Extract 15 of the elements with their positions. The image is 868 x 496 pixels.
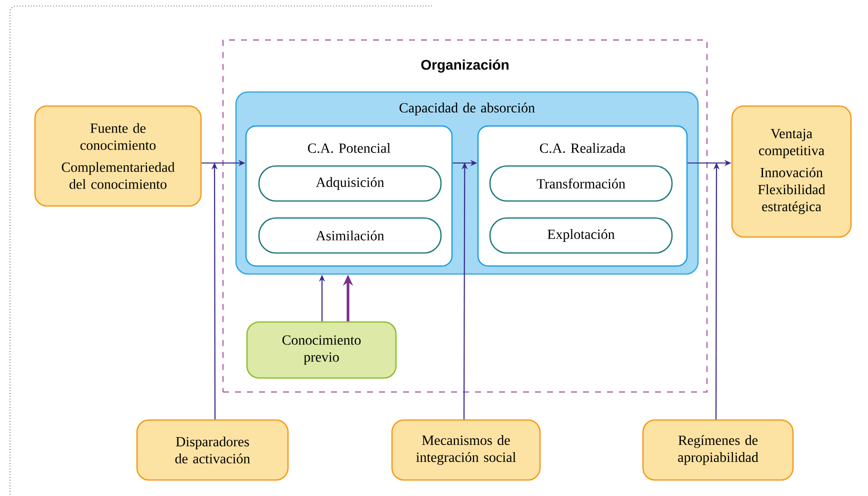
group-heading: Capacidad de absorción [400,102,535,116]
process-pill: Adquisición [258,165,442,202]
factor-box: Ventaja competitiva Innovación Flexibilidad estratégica [731,105,852,238]
group-heading: C.A. Realizada [540,143,626,153]
process-pill: Explotación [489,217,673,254]
group-heading: C.A. Potencial [308,143,390,153]
process-pill: Transformación [489,165,673,202]
knowledge-box: Conocimiento previo [246,321,397,379]
factor-box: Disparadores de activación [136,419,289,481]
factor-box: Regímenes de apropiabilidad [642,419,794,481]
factor-box: Fuente de conocimiento Complementariedad del conocimiento [34,105,202,207]
organization-frame [222,40,708,392]
process-pill: Asimilación [258,217,442,254]
group-heading: Organización [421,59,508,73]
factor-box: Mecanismos de integración social [391,419,541,481]
